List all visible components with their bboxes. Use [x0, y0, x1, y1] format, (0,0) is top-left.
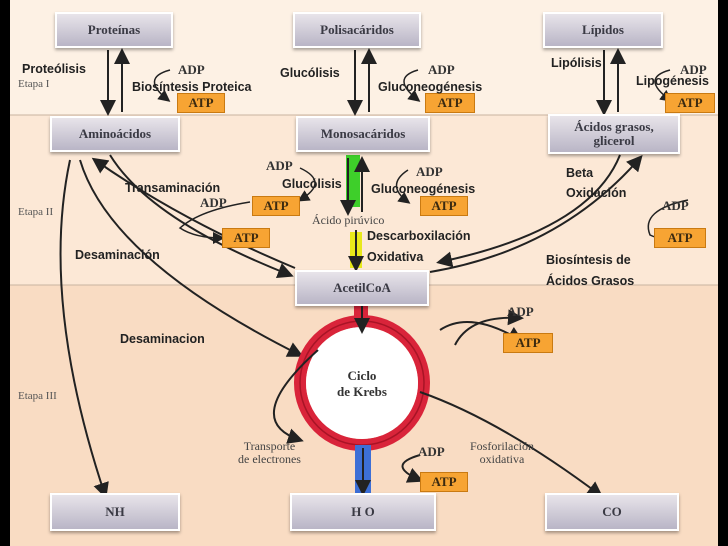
- atp-4: ATP: [252, 196, 300, 216]
- adp-2: ADP: [428, 62, 455, 77]
- acidos-grasos-line2: glicerol: [593, 133, 635, 148]
- label-lipogenesis: Lipogénesis: [636, 74, 709, 88]
- transporte-line2: de electrones: [238, 452, 301, 467]
- label-desaminacion2: Desaminacion: [120, 332, 205, 346]
- polisacaridos-box: Polisacáridos: [293, 12, 421, 48]
- fosforilacion-label: Fosforilación oxidativa: [470, 439, 534, 467]
- atp-2: ATP: [425, 93, 475, 113]
- atp-8: ATP: [503, 333, 553, 353]
- krebs-line1: Ciclo: [347, 368, 377, 383]
- adp-4: ADP: [266, 158, 293, 173]
- transporte-label: Transporte de electrones: [238, 439, 301, 467]
- atp-5: ATP: [420, 196, 468, 216]
- adp-5: ADP: [416, 164, 443, 179]
- adp-9: ADP: [418, 444, 445, 459]
- label-biosintesis-proteica: Biosíntesis Proteica: [132, 80, 252, 94]
- stage1-label: Etapa I: [18, 78, 50, 90]
- fosforilacion-line1: Fosforilación: [470, 439, 534, 453]
- label-gluconeogenesis-top: Gluconeogénesis: [378, 80, 483, 94]
- adp-3: ADP: [680, 62, 707, 77]
- adp-6: ADP: [200, 195, 227, 210]
- lipidos-box: Lípidos: [543, 12, 663, 48]
- co-box: CO: [545, 493, 679, 531]
- label-glucolisis-top: Glucólisis: [280, 66, 340, 80]
- stage1-arrows: [100, 48, 626, 116]
- stage2-label: Etapa II: [18, 206, 54, 218]
- krebs-line2: de Krebs: [337, 383, 387, 399]
- stage2-arrows: [340, 156, 370, 272]
- adp-7: ADP: [662, 198, 689, 213]
- atp-6: ATP: [222, 228, 270, 248]
- transporte-line1: Transporte: [243, 439, 296, 453]
- atp-3: ATP: [665, 93, 715, 113]
- label-desaminacion: Desaminación: [75, 248, 160, 262]
- adp-1: ADP: [178, 62, 205, 77]
- stage3-label: Etapa III: [18, 390, 57, 402]
- stage3-arrows: [355, 448, 424, 496]
- h2o-box: H O: [290, 493, 436, 531]
- label-proteolisis: Proteólisis: [22, 62, 86, 76]
- atp-9: ATP: [420, 472, 468, 492]
- acetilcoa-box: AcetilCoA: [295, 270, 429, 306]
- nh-box: NH: [50, 493, 180, 531]
- label-glucolisis-mid: Glucólisis: [282, 177, 342, 191]
- aminoacidos-box: Aminoácidos: [50, 116, 180, 152]
- label-acidos-grasos: Ácidos Grasos: [546, 274, 635, 288]
- label-descarboxilacion: Descarboxilación: [367, 229, 471, 243]
- acidos-grasos-line1: Ácidos grasos,: [574, 119, 654, 135]
- stage2-flow-arrows: [59, 154, 643, 499]
- label-gluconeogenesis-mid: Gluconeogénesis: [371, 182, 476, 196]
- adp-8: ADP: [507, 304, 534, 319]
- label-biosintesis-de: Biosíntesis de: [546, 253, 631, 267]
- proteinas-box: Proteínas: [55, 12, 173, 48]
- krebs-label: Ciclo de Krebs: [322, 368, 402, 399]
- fosforilacion-line2: oxidativa: [479, 452, 525, 467]
- label-oxidativa: Oxidativa: [367, 250, 424, 264]
- label-lipolisis: Lipólisis: [551, 56, 602, 70]
- acidos-grasos-box: Ácidos grasos, glicerol: [548, 114, 680, 154]
- label-transaminacion: Transaminación: [125, 181, 221, 195]
- atp-1: ATP: [177, 93, 225, 113]
- atp-7: ATP: [654, 228, 706, 248]
- label-oxidacion: Oxidación: [566, 186, 627, 200]
- label-beta: Beta: [566, 166, 594, 180]
- acido-piruvico-label: Ácido pirúvico: [312, 213, 385, 227]
- monosacaridos-box: Monosacáridos: [296, 116, 430, 152]
